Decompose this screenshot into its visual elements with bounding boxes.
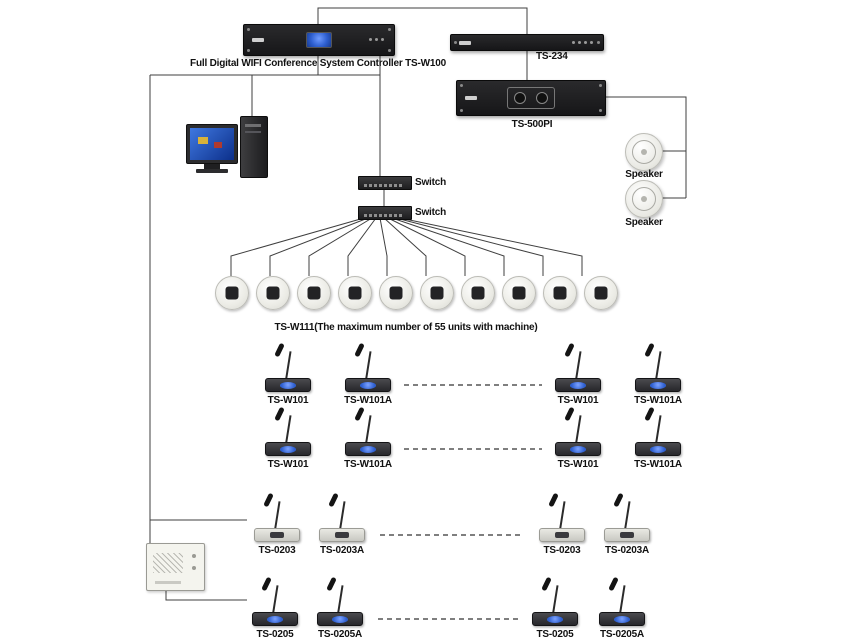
mic-device: TS-0203 xyxy=(532,492,592,558)
mic-device: TS-0205 xyxy=(525,576,585,640)
microphone-icon xyxy=(310,576,370,626)
microphone-icon xyxy=(312,492,372,542)
device-label: TS-0203A xyxy=(320,545,364,556)
switch-bottom-label: Switch xyxy=(415,207,447,218)
mic-device: TS-W101A xyxy=(628,406,688,472)
controller-label: Full Digital WIFI Conference System Cont… xyxy=(190,58,446,69)
mic-device: TS-0205A xyxy=(310,576,370,640)
ts-w111-unit-icon xyxy=(420,276,454,310)
microphone-icon xyxy=(258,406,318,456)
speaker-top-icon xyxy=(625,133,663,171)
ts234-label: TS-234 xyxy=(536,51,568,62)
monitor-base-icon xyxy=(196,169,228,173)
microphone-icon xyxy=(592,576,652,626)
microphone-icon xyxy=(548,342,608,392)
ts-w111-unit-icon xyxy=(338,276,372,310)
brand-logo-icon xyxy=(252,38,264,42)
device-label: TS-W101 xyxy=(267,395,309,406)
mic-device: TS-W101A xyxy=(338,342,398,408)
controller-screen-icon xyxy=(306,32,332,48)
microphone-icon xyxy=(628,406,688,456)
mic-device: TS-0205 xyxy=(245,576,305,640)
brand-logo-icon xyxy=(459,40,471,45)
mic-device: TS-0205A xyxy=(592,576,652,640)
device-label: TS-W101 xyxy=(557,395,599,406)
microphone-icon xyxy=(628,342,688,392)
ts-w111-unit-icon xyxy=(215,276,249,310)
mic-device: TS-W101 xyxy=(258,406,318,472)
ts-w111-unit-icon xyxy=(543,276,577,310)
microphone-icon xyxy=(245,576,305,626)
monitor-stand-icon xyxy=(204,164,220,169)
device-label: TS-W101A xyxy=(344,459,392,470)
wall-mount-unit-icon xyxy=(146,543,205,591)
ts-w111-unit-icon xyxy=(379,276,413,310)
ceiling-units-row xyxy=(215,276,618,310)
mic-device: TS-W101 xyxy=(548,406,608,472)
brand-logo-icon xyxy=(465,96,477,100)
device-label: TS-0205A xyxy=(600,629,644,640)
controller-buttons-icon xyxy=(369,38,384,41)
computer-tower-icon xyxy=(240,116,268,178)
microphone-icon xyxy=(258,342,318,392)
switch-top-label: Switch xyxy=(415,177,447,188)
microphone-icon xyxy=(532,492,592,542)
microphone-icon xyxy=(597,492,657,542)
ts-w111-unit-icon xyxy=(297,276,331,310)
ts-w111-unit-icon xyxy=(502,276,536,310)
device-label: TS-W101A xyxy=(634,459,682,470)
computer-monitor-icon xyxy=(186,124,238,164)
ts-w111-unit-icon xyxy=(256,276,290,310)
device-label: TS-W101A xyxy=(634,395,682,406)
network-switch-top xyxy=(358,176,412,190)
controller-unit-ts-w100 xyxy=(243,24,395,56)
microphone-icon xyxy=(525,576,585,626)
ts234-unit xyxy=(450,34,604,51)
network-switch-bottom xyxy=(358,206,412,220)
device-label: TS-0205 xyxy=(256,629,294,640)
mic-device: TS-W101A xyxy=(628,342,688,408)
ts500pi-label: TS-500PI xyxy=(511,119,553,130)
device-label: TS-W101A xyxy=(344,395,392,406)
speaker-bottom-icon xyxy=(625,180,663,218)
ts-w111-unit-icon xyxy=(584,276,618,310)
device-label: TS-0203A xyxy=(605,545,649,556)
microphone-icon xyxy=(338,406,398,456)
amplifier-knobs-icon xyxy=(507,87,555,109)
device-label: TS-0205A xyxy=(318,629,362,640)
mic-device: TS-0203A xyxy=(597,492,657,558)
mic-device: TS-0203 xyxy=(247,492,307,558)
ts-w111-unit-icon xyxy=(461,276,495,310)
ceiling-row-label: TS-W111(The maximum number of 55 units w… xyxy=(274,322,538,333)
device-label: TS-0205 xyxy=(536,629,574,640)
mic-device: TS-0203A xyxy=(312,492,372,558)
mic-device: TS-W101A xyxy=(338,406,398,472)
device-label: TS-0203 xyxy=(258,545,296,556)
device-label: TS-0203 xyxy=(543,545,581,556)
microphone-icon xyxy=(338,342,398,392)
mic-device: TS-W101 xyxy=(258,342,318,408)
mic-device: TS-W101 xyxy=(548,342,608,408)
ports-icon xyxy=(572,40,593,44)
speaker-top-label: Speaker xyxy=(625,169,663,180)
ts500pi-amplifier-unit xyxy=(456,80,606,116)
microphone-icon xyxy=(247,492,307,542)
device-label: TS-W101 xyxy=(557,459,599,470)
device-label: TS-W101 xyxy=(267,459,309,470)
speaker-bottom-label: Speaker xyxy=(625,217,663,228)
microphone-icon xyxy=(548,406,608,456)
